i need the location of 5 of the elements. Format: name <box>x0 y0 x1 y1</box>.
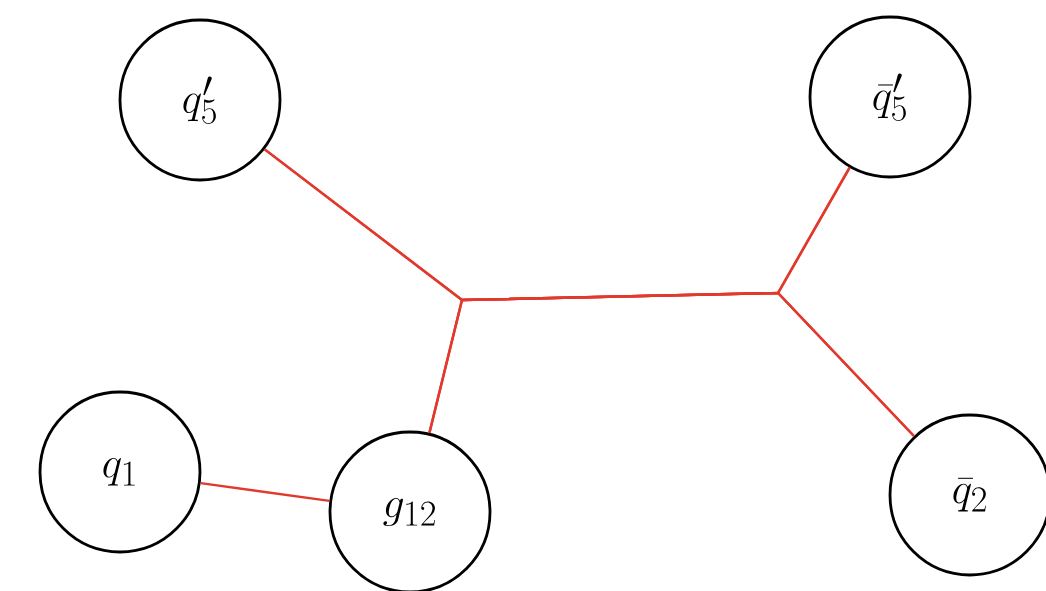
string-line <box>200 481 330 503</box>
circle-node: $q'_5$ <box>118 18 282 182</box>
string-line <box>428 291 915 437</box>
circle-node: $q_1$ <box>38 390 202 554</box>
circle-node: $\bar{q}'_5$ <box>808 15 972 179</box>
